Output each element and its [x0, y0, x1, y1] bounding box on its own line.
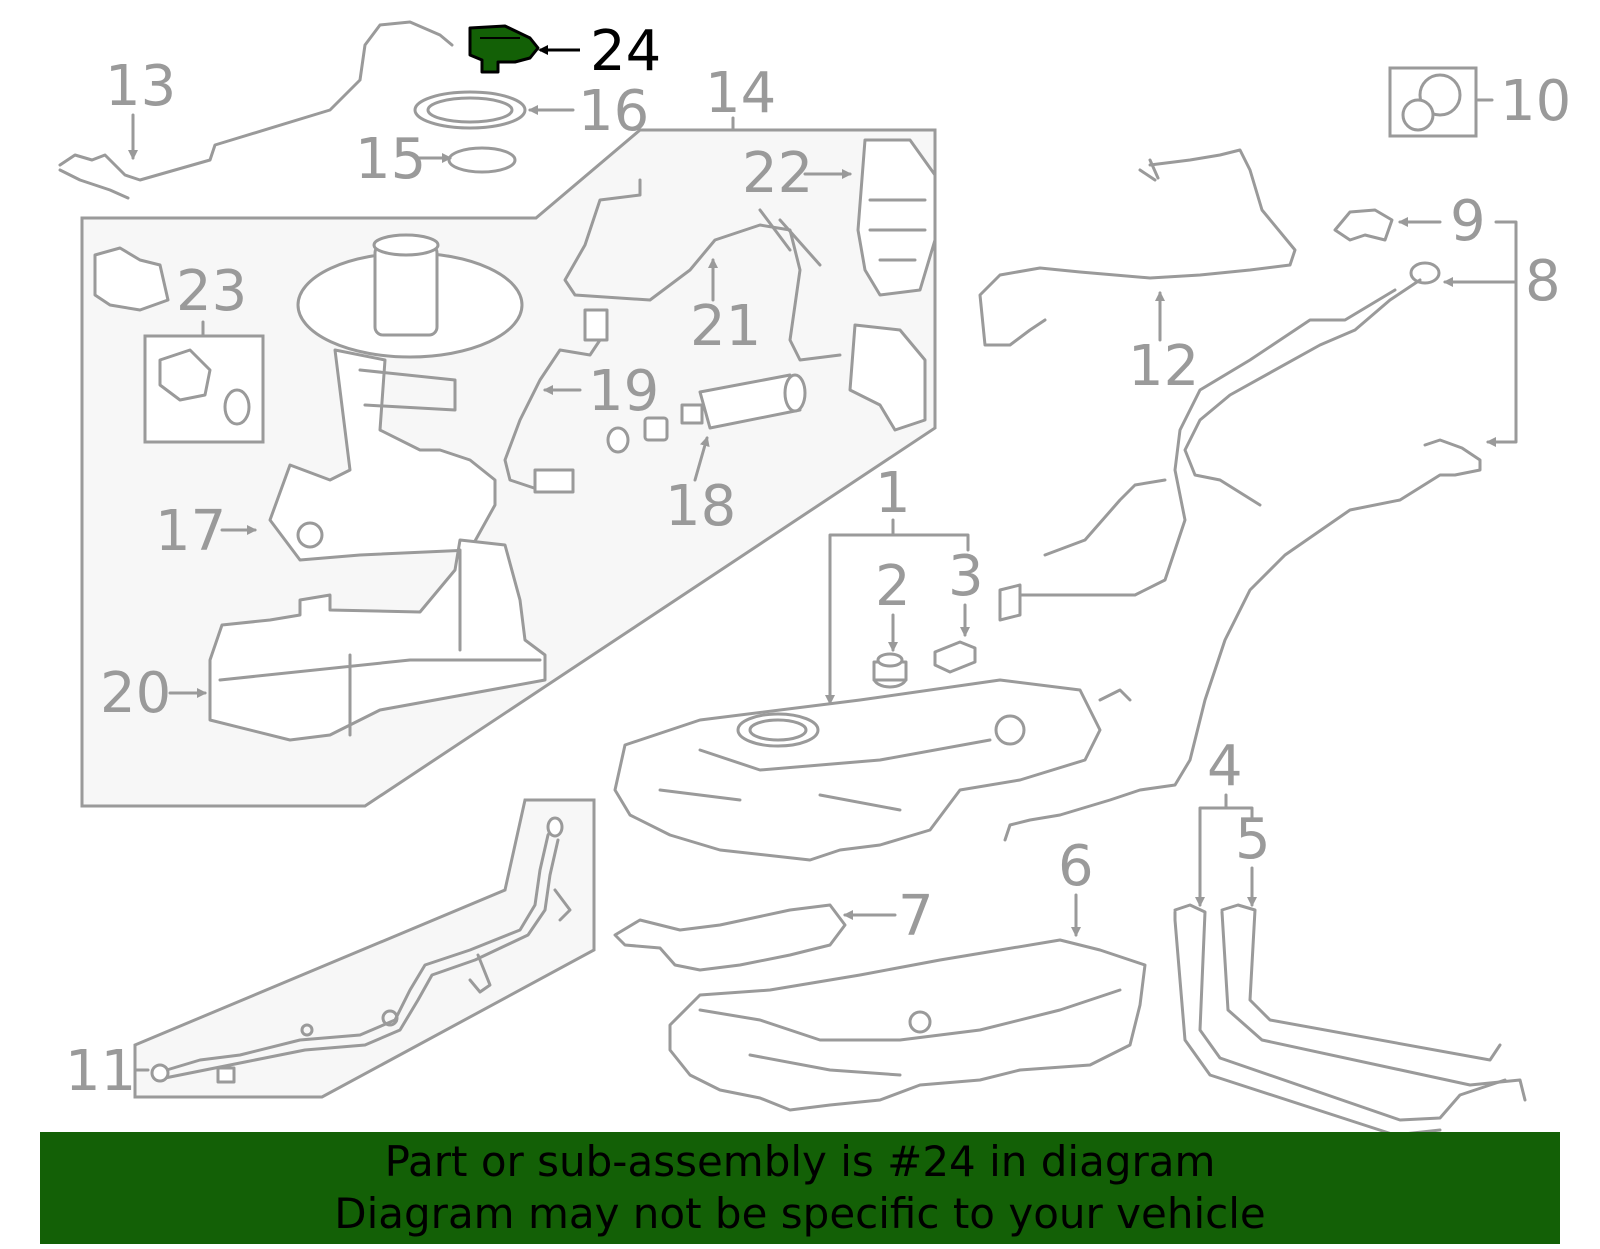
callout-3: 3	[948, 544, 984, 609]
part-22-bracket	[856, 138, 937, 297]
callout-11: 11	[65, 1039, 136, 1104]
callout-23: 23	[176, 259, 247, 324]
part-9-clip	[1333, 208, 1394, 242]
part-23-clip	[93, 246, 170, 312]
callout-1: 1	[875, 461, 911, 526]
part-24-sensor	[468, 24, 540, 74]
part-11-vapor-tube	[150, 816, 572, 1084]
part-10-fuel-cap	[1388, 66, 1478, 138]
callout-20: 20	[100, 661, 171, 726]
callout-6: 6	[1058, 834, 1094, 899]
callout-10: 10	[1500, 69, 1571, 134]
part-12-vent-line	[978, 148, 1297, 347]
part-19-wire	[503, 318, 602, 492]
part-5-strap	[1220, 903, 1527, 1102]
part-8-filler-pipe	[998, 261, 1482, 842]
part-3-pad	[933, 640, 977, 674]
callout-4: 4	[1207, 734, 1243, 799]
banner-line-2: Diagram may not be specific to your vehi…	[334, 1189, 1266, 1238]
part-23-fitting-set	[143, 334, 265, 444]
info-banner: Part or sub-assembly is #24 in diagram D…	[40, 1132, 1560, 1244]
banner-line-1: Part or sub-assembly is #24 in diagram	[384, 1137, 1216, 1186]
part-20-sub-tank	[208, 538, 547, 742]
panel-vapor-tube	[133, 798, 596, 1099]
callout-18: 18	[665, 474, 736, 539]
part-15-gasket	[447, 146, 517, 174]
part-2-grommet	[872, 652, 908, 689]
callout-19: 19	[588, 359, 659, 424]
callout-12: 12	[1128, 334, 1199, 399]
callout-7: 7	[898, 884, 934, 949]
callout-8: 8	[1525, 249, 1561, 314]
part-21-harness	[563, 178, 842, 362]
callout-15: 15	[355, 127, 426, 192]
callout-13: 13	[105, 54, 176, 119]
part-16-lock-ring	[413, 90, 527, 130]
callout-9: 9	[1450, 189, 1486, 254]
part-22-connector	[848, 323, 927, 432]
callout-16: 16	[578, 79, 649, 144]
part-7-heat-shield	[613, 903, 847, 972]
part-1-fuel-tank	[613, 678, 1132, 862]
callout-14: 14	[705, 61, 776, 126]
callout-labels: 24 13 16 15 14 10 22 23 21 19 18 17 20 1…	[65, 19, 1571, 1104]
part-18-fuel-pump	[606, 373, 807, 454]
part-6-protector	[668, 938, 1147, 1112]
callout-5: 5	[1235, 807, 1271, 872]
leader-lines	[128, 45, 1518, 1072]
callout-24: 24	[590, 19, 661, 84]
callout-17: 17	[155, 499, 226, 564]
callout-21: 21	[690, 294, 761, 359]
part-17-pump-module	[268, 233, 524, 562]
callout-22: 22	[742, 141, 813, 206]
part-13-fuel-line	[58, 20, 454, 200]
callout-2: 2	[875, 554, 911, 619]
